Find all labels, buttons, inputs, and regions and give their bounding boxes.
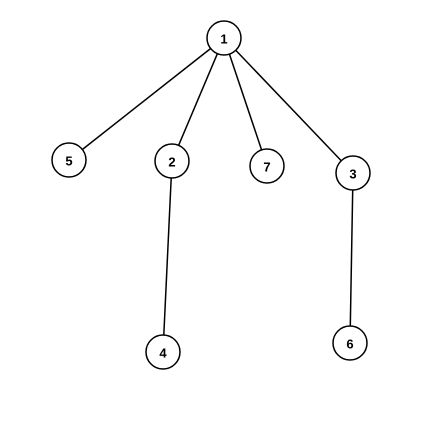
node-circle-6 — [332, 325, 368, 361]
node-6: 6 — [332, 325, 368, 361]
node-label-1: 1 — [220, 32, 227, 47]
edge-1-5 — [81, 47, 212, 151]
node-label-5: 5 — [65, 154, 72, 169]
node-label-7: 7 — [263, 160, 270, 175]
node-1: 1 — [206, 20, 242, 56]
edges-layer — [81, 47, 354, 336]
node-label-3: 3 — [349, 167, 356, 182]
node-5: 5 — [51, 142, 87, 178]
node-7: 7 — [249, 148, 285, 184]
node-circle-1 — [206, 20, 242, 56]
edge-2-4 — [163, 177, 172, 336]
node-circle-7 — [249, 148, 285, 184]
node-label-6: 6 — [346, 337, 353, 352]
node-circle-5 — [51, 142, 87, 178]
node-circle-3 — [335, 155, 371, 191]
node-3: 3 — [335, 155, 371, 191]
node-4: 4 — [145, 334, 181, 370]
node-circle-4 — [145, 334, 181, 370]
node-2: 2 — [154, 143, 190, 179]
edge-3-6 — [349, 189, 354, 327]
node-label-4: 4 — [159, 346, 167, 361]
edge-1-2 — [177, 53, 219, 146]
nodes-layer: 1 5 2 7 3 4 6 — [51, 20, 371, 370]
edge-1-7 — [228, 53, 263, 151]
node-label-2: 2 — [168, 155, 175, 170]
edge-1-3 — [235, 49, 342, 162]
node-circle-2 — [154, 143, 190, 179]
